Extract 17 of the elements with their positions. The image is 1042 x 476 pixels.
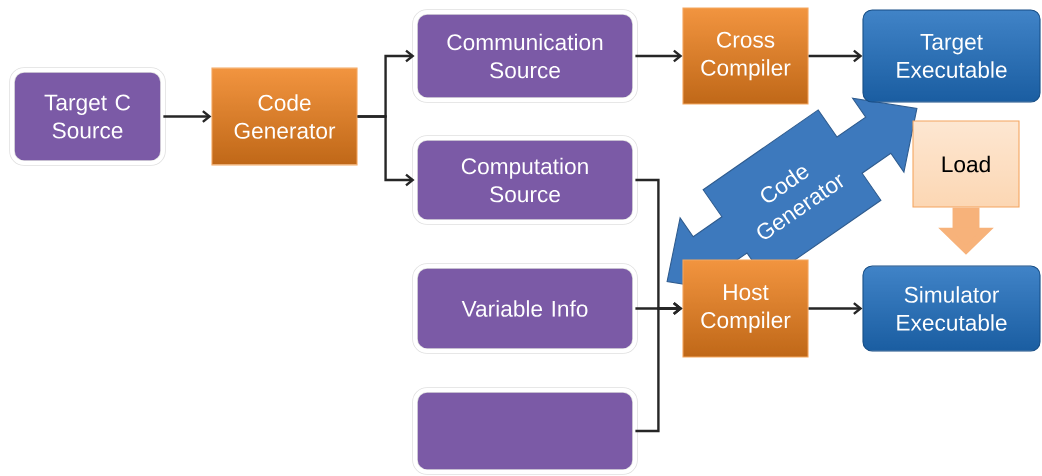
action-box: Load [912,120,1020,208]
source-box: Communication Source [412,9,638,103]
arrow [163,110,212,123]
source-box: Target C Source [9,67,166,166]
arrow [808,302,863,315]
arrow [808,49,863,63]
executable-box: Simulator Executable [862,265,1041,352]
source-box: Computation Source [412,135,638,225]
arrow [635,302,683,433]
arrow [635,49,683,63]
compiler-box: Host Compiler [682,259,809,358]
arrow [357,115,415,187]
executable-box: Target Executable [862,9,1041,103]
compiler-box: Code Generator [211,67,358,166]
source-box [412,387,638,475]
compiler-box: Cross Compiler [682,7,809,105]
source-box: Variable Info [412,263,638,354]
